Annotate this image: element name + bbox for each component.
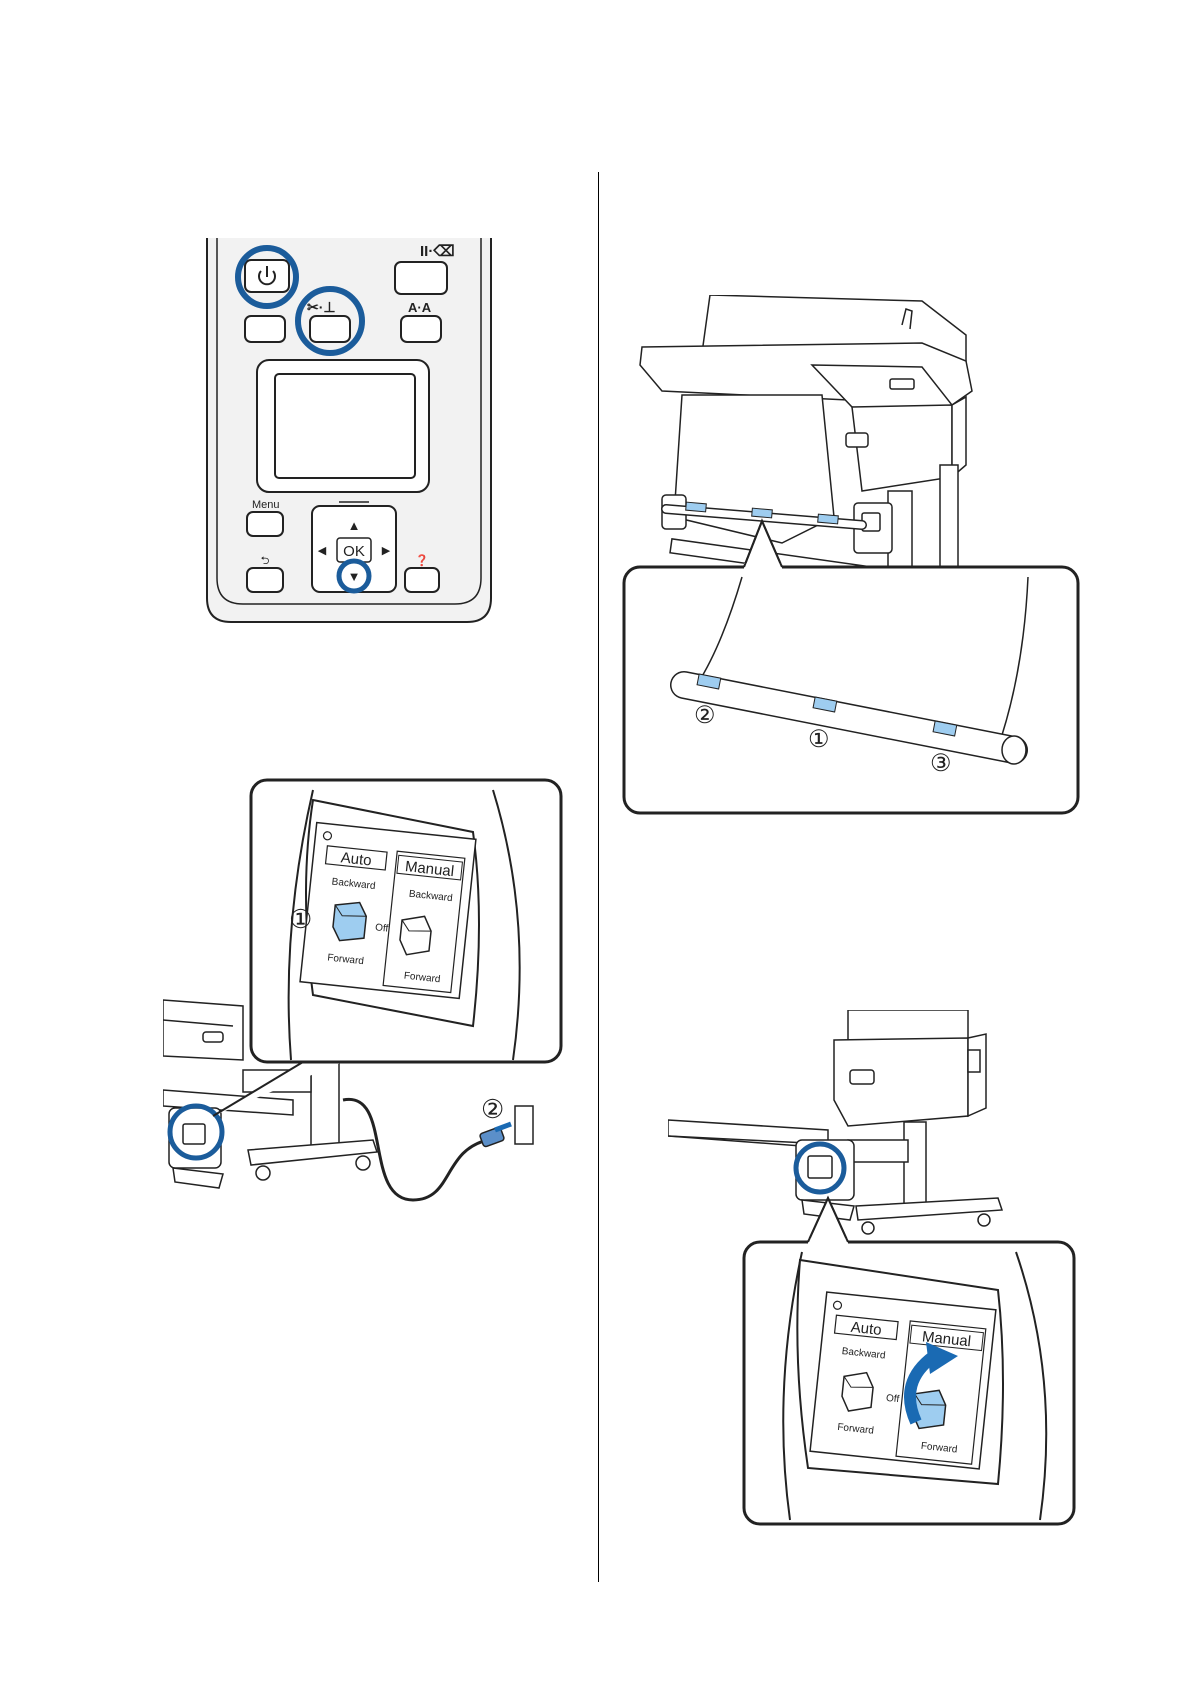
auto-switch[interactable] [332, 900, 368, 943]
ab-label: A·A [408, 300, 432, 315]
cut-feed-icon: ✂·⊥ [307, 299, 336, 315]
page-divider [598, 172, 599, 1582]
ab-button[interactable] [401, 316, 441, 342]
control-panel-figure: II·⌫ ✂·⊥ A·A Menu ▲ ◀ ▶ OK ▼ ⮌ ❓ [205, 238, 495, 630]
callout-1: ① [289, 904, 312, 934]
switch-label-plate-2: Auto Manual Backward Forward Forward Off [810, 1292, 996, 1469]
callout-tape-2: ② [694, 702, 716, 729]
lcd-screen [275, 374, 415, 478]
wall-outlet [515, 1106, 533, 1144]
pause-cancel-icon: II·⌫ [420, 243, 455, 260]
pause-cancel-button[interactable] [395, 262, 447, 294]
off-label: Off [375, 922, 389, 934]
help-icon: ❓ [415, 554, 429, 567]
right-arrow[interactable]: ▶ [382, 545, 391, 557]
menu-label: Menu [252, 499, 280, 511]
manual-switch-figure: Auto Manual Backward Forward Forward Off [668, 1010, 1088, 1530]
tape-center-small [752, 508, 773, 518]
power-button[interactable] [245, 260, 289, 292]
callout-tape-3: ③ [930, 750, 952, 777]
callout-tape-1: ① [808, 726, 830, 753]
cut-feed-button[interactable] [310, 316, 350, 342]
printer-tape-figure: ② ① ③ [622, 295, 1082, 817]
left-arrow[interactable]: ◀ [318, 545, 327, 557]
back-button[interactable] [247, 568, 283, 592]
back-icon: ⮌ [261, 555, 270, 567]
auto-label-2: Auto [850, 1319, 882, 1339]
up-arrow[interactable]: ▲ [348, 518, 361, 533]
off-label-2: Off [885, 1393, 899, 1405]
switch-label-plate: Auto Manual Backward Forward Backward Fo… [300, 823, 476, 999]
callout-2: ② [481, 1094, 504, 1124]
tape-left-small [686, 502, 707, 512]
down-arrow[interactable]: ▼ [348, 569, 361, 584]
media-button[interactable] [245, 316, 285, 342]
menu-button[interactable] [247, 512, 283, 536]
takeup-switch-figure: ② Auto Manual Backward Forward Backward … [163, 770, 573, 1220]
ok-label: OK [343, 543, 365, 560]
help-button[interactable] [405, 568, 439, 592]
auto-label: Auto [340, 849, 372, 869]
arrow-to-outlet [495, 1124, 511, 1130]
tape-right-small [818, 514, 839, 524]
